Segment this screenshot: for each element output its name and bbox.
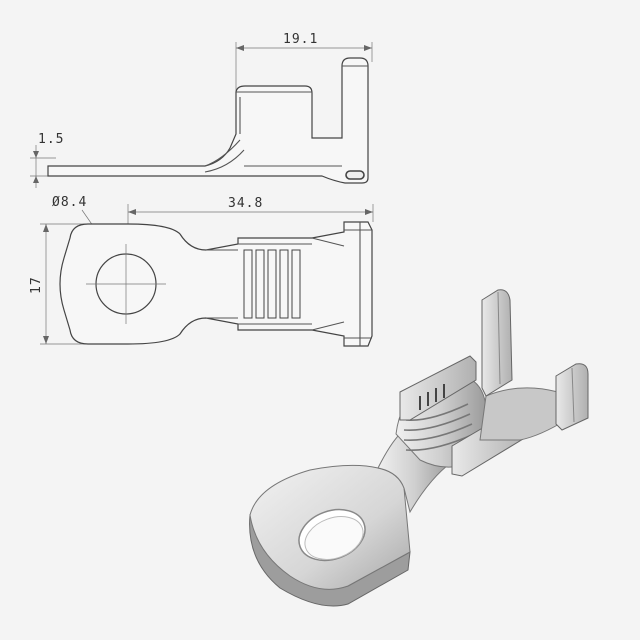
dimension-overall-length: 34.8 <box>127 196 374 236</box>
crimp-serrations-top-view <box>243 249 301 319</box>
side-length-label: 19.1 <box>283 32 318 47</box>
dimension-side-length: 19.1 <box>235 32 373 95</box>
iso-rear-tab-tall <box>481 289 513 397</box>
width-label: 17 <box>29 276 44 294</box>
overall-length-label: 34.8 <box>228 196 263 211</box>
thickness-label: 1.5 <box>38 132 64 147</box>
top-view: Ø8.4 34.8 17 <box>29 195 374 347</box>
dimension-thickness: 1.5 <box>30 132 64 188</box>
iso-rear-base <box>479 387 567 441</box>
isometric-view <box>249 289 589 607</box>
iso-rear-tab-short <box>555 363 589 431</box>
side-view-crimp-slot <box>345 170 365 180</box>
side-view: 19.1 1.5 <box>30 32 373 188</box>
hole-diameter-label: Ø8.4 <box>52 195 87 210</box>
